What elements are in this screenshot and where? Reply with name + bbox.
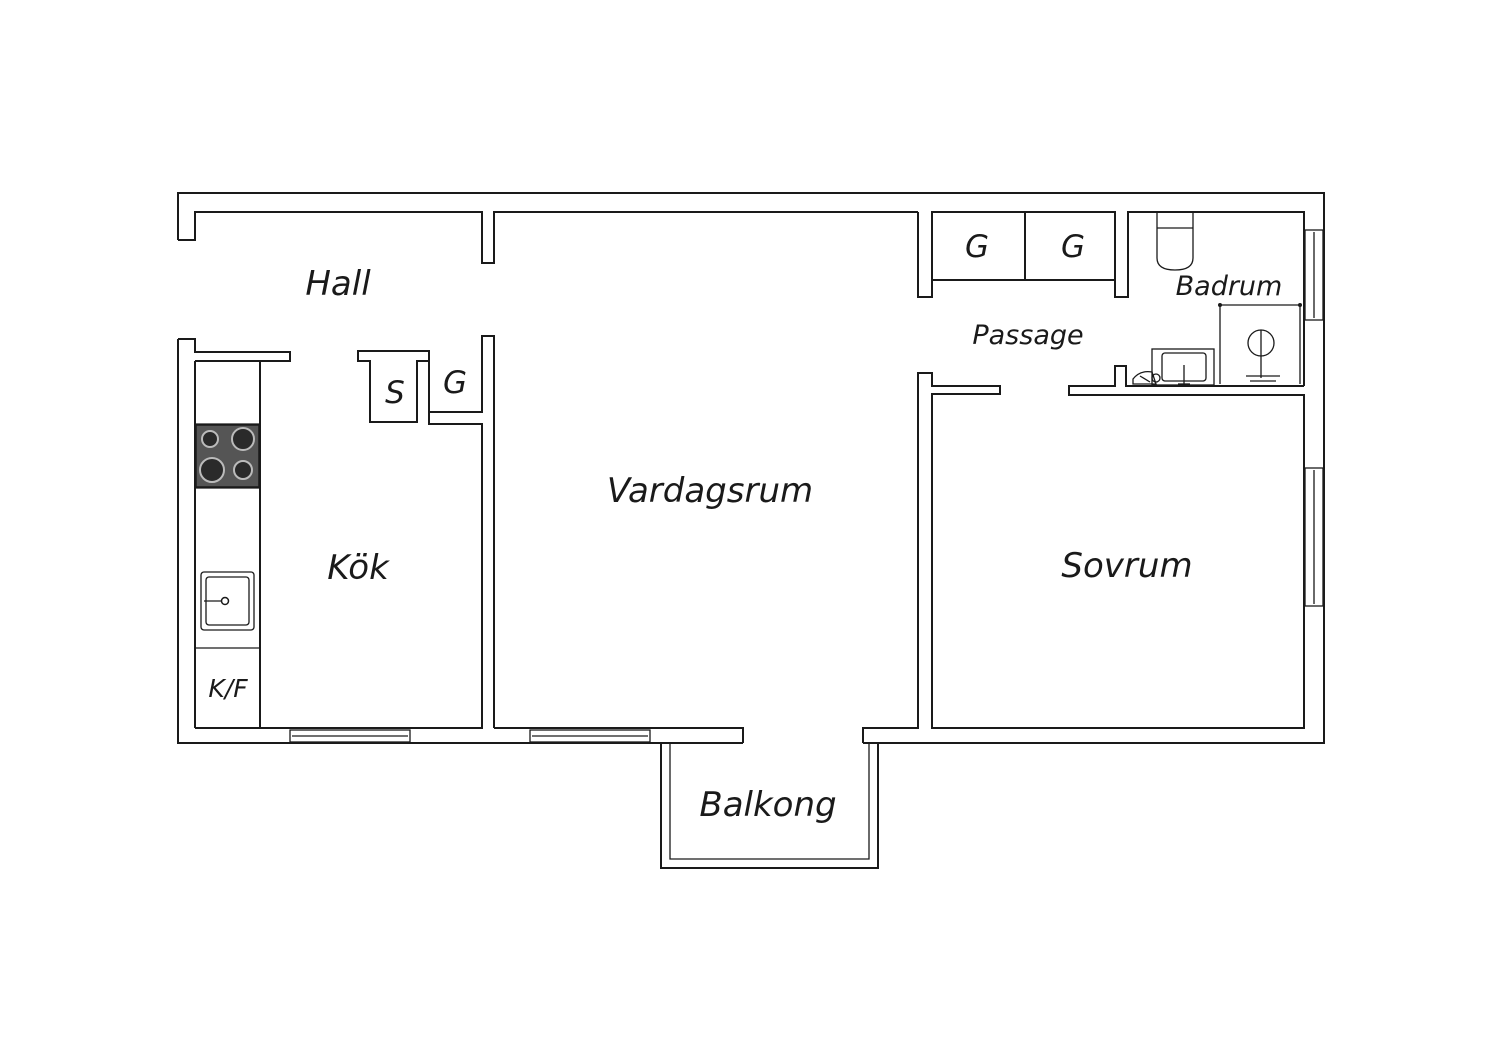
shower-icon: [1218, 303, 1302, 384]
hall-walls: [178, 211, 918, 728]
kitchen-sink-icon: [200, 571, 255, 631]
room-label-hall: Hall: [305, 264, 371, 304]
passage-wardrobes: [932, 212, 1115, 281]
wardrobe-label-1: G: [965, 229, 989, 265]
wardrobe-label-hall: G: [443, 365, 467, 401]
wardrobe-label-2: G: [1061, 229, 1085, 265]
stove-icon: [195, 424, 260, 488]
room-label-vardagsrum: Vardagsrum: [607, 471, 813, 511]
living-room-walls: [494, 211, 1305, 743]
bathroom-sink-icon: [1151, 348, 1215, 386]
outer-walls: [177, 192, 1325, 744]
washing-machine-icon: [1132, 371, 1161, 385]
room-label-sovrum: Sovrum: [1061, 546, 1192, 586]
room-label-badrum: Badrum: [1176, 271, 1283, 302]
room-label-balkong: Balkong: [699, 785, 836, 825]
room-label-passage: Passage: [972, 320, 1083, 351]
storage-label-s: S: [385, 375, 405, 411]
balcony: [660, 743, 879, 869]
kitchen: [195, 335, 495, 729]
fridge-freezer-label: K/F: [208, 674, 248, 703]
toilet-icon: [1156, 213, 1194, 271]
room-label-kok: Kök: [327, 548, 390, 588]
windows: [289, 229, 1324, 743]
